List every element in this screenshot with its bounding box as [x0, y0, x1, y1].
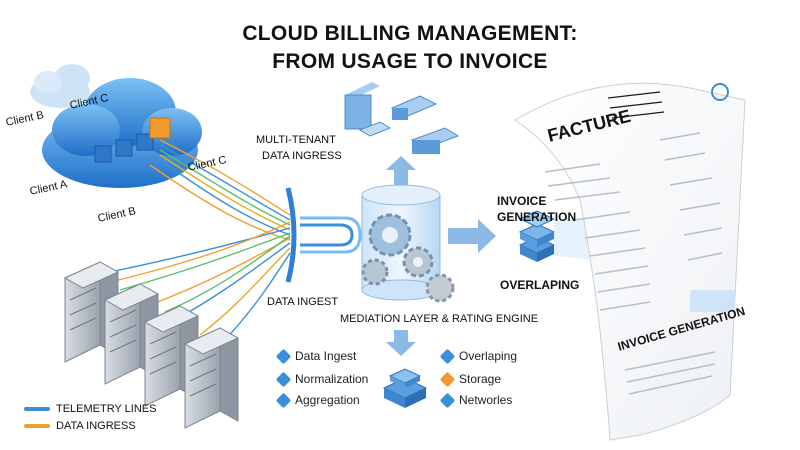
flow-arrows: [386, 156, 496, 356]
ingress-funnel-icon: [285, 187, 362, 283]
top-server-icons: [344, 82, 460, 154]
server-racks-icon: [63, 261, 240, 429]
sub-item-label: Aggregation: [295, 393, 360, 407]
overlaping-icon: [439, 348, 456, 364]
sub-item-label: Networles: [459, 393, 513, 407]
mediation-engine-icon: [361, 184, 455, 303]
sub-item-label: Data Ingest: [295, 349, 357, 363]
invoice-document: [514, 82, 746, 441]
sub-item-overlaping: Overlaping: [439, 348, 518, 364]
sub-item-storage: Storage: [439, 371, 502, 387]
sub-item-label: Storage: [459, 372, 502, 386]
diagram-title-line-1: CLOUD BILLING MANAGEMENT:: [242, 22, 578, 45]
networks-icon: [439, 392, 456, 408]
multitenant-label-line-2: DATA INGRESS: [262, 150, 342, 162]
aggregation-icon: [275, 392, 292, 408]
main-cloud-icon: [42, 78, 202, 188]
legend-telemetry: TELEMETRY LINES: [24, 403, 156, 415]
invoice-generation-label-line-1: INVOICE: [497, 194, 547, 208]
data-ingest-icon: [275, 348, 292, 364]
legend-ingress-label: DATA INGRESS: [56, 420, 136, 432]
small-cloud-icon: [30, 64, 90, 108]
data-ingest-label: DATA INGEST: [267, 296, 339, 308]
sub-item-label: Normalization: [295, 372, 369, 386]
sub-item-label: Overlaping: [459, 349, 518, 363]
multitenant-label-line-1: MULTI-TENANT: [256, 134, 336, 146]
aggregation-stack-icon: [382, 368, 428, 408]
normalization-icon: [275, 371, 292, 387]
overlaping-label: OVERLAPING: [500, 278, 580, 292]
sub-item-data-ingest: Data Ingest: [275, 348, 357, 364]
telemetry-lines: [94, 139, 291, 346]
ingress-swatch: [24, 424, 50, 428]
diagram-title-line-2: FROM USAGE TO INVOICE: [272, 50, 548, 73]
sub-item-networks: Networles: [439, 392, 513, 408]
storage-icon: [439, 371, 456, 387]
legend-telemetry-label: TELEMETRY LINES: [56, 403, 157, 415]
legend-ingress: DATA INGRESS: [24, 420, 136, 432]
sub-item-aggregation: Aggregation: [275, 392, 360, 408]
sub-item-normalization: Normalization: [275, 371, 369, 387]
telemetry-swatch: [24, 407, 50, 411]
mediation-label: MEDIATION LAYER & RATING ENGINE: [340, 313, 539, 325]
invoice-generation-stack-icon: [518, 210, 556, 262]
invoice-generation-label-line-2: GENERATION: [497, 210, 577, 224]
